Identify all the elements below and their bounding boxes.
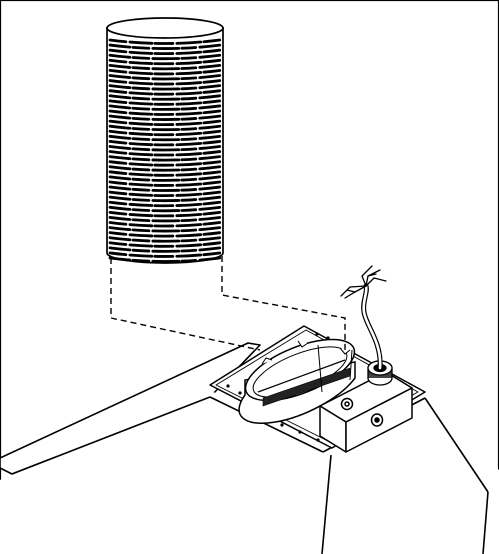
duct-rib (108, 134, 222, 142)
power-cable (340, 265, 387, 371)
duct-rib (108, 99, 222, 106)
duct-rib (108, 175, 222, 182)
duct-rib (108, 53, 222, 61)
duct-rib (108, 150, 222, 157)
duct-rib (108, 89, 222, 96)
duct-rib (108, 84, 222, 91)
duct-rib (108, 236, 222, 243)
duct-rib (108, 155, 222, 162)
duct-rib (108, 38, 222, 45)
duct-rib (108, 256, 222, 263)
duct-rib (108, 165, 222, 172)
duct-rib (108, 241, 222, 248)
duct-rib (108, 139, 222, 147)
duct-rib (108, 94, 222, 101)
cable-conductor-ends (340, 265, 387, 299)
duct-rib (108, 226, 222, 233)
duct-rib (108, 48, 222, 56)
duct-rib (108, 124, 222, 132)
duct-rib (108, 170, 222, 177)
duct-rib (108, 114, 222, 121)
duct-rib (108, 216, 222, 223)
duct-rib (108, 69, 222, 76)
duct-rib (108, 43, 222, 50)
duct-rib (108, 180, 222, 187)
duct-rib (108, 104, 222, 111)
duct-rib (108, 246, 222, 253)
duct-alignment-guides (110, 256, 346, 351)
duct-rib (108, 231, 222, 238)
duct-ribs (108, 38, 222, 263)
duct-rib (108, 109, 222, 116)
duct-rib (108, 200, 222, 208)
flexible-duct-hose (106, 17, 224, 264)
duct-rib (108, 58, 222, 66)
duct-rib (108, 79, 222, 86)
duct-rib (108, 185, 222, 192)
duct-rib (108, 145, 222, 152)
duct-adapter-collar (238, 338, 356, 425)
duct-rib (108, 160, 222, 167)
duct-rib (108, 251, 222, 258)
duct-rib (108, 221, 222, 228)
duct-rib (108, 63, 222, 71)
duct-rib (108, 129, 222, 137)
duct-rib (108, 74, 222, 81)
duct-rib (108, 190, 222, 197)
duct-rib (108, 119, 222, 126)
duct-rib (108, 195, 222, 203)
duct-rib (108, 205, 222, 213)
duct-rib (108, 210, 222, 218)
electrical-junction-box (319, 371, 413, 453)
collar-tabs (261, 340, 351, 365)
